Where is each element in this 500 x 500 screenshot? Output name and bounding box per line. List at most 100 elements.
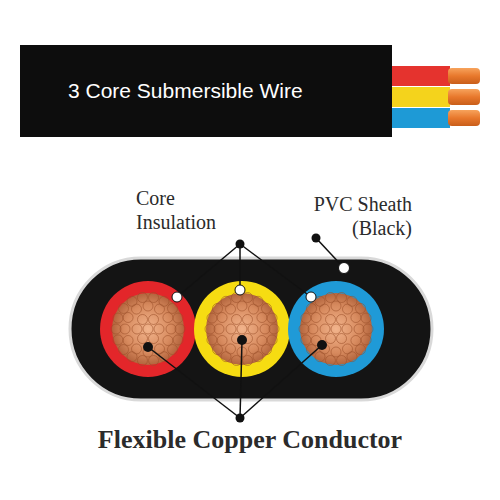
copper-strand: [315, 352, 325, 362]
copper-strand: [127, 352, 137, 362]
copper-strand: [351, 313, 361, 323]
copper-strand: [226, 324, 236, 334]
copper-strand: [337, 314, 347, 324]
copper-strand: [361, 335, 371, 345]
copper-strand: [354, 324, 364, 334]
copper-strand: [262, 303, 272, 313]
copper-strand: [343, 344, 353, 354]
copper-strand: [301, 335, 311, 345]
copper-strand: [123, 336, 133, 346]
copper-strand: [143, 301, 153, 311]
copper-strand: [149, 356, 159, 366]
copper-strand: [207, 313, 217, 323]
cross-section: [70, 258, 432, 400]
leader-dots: [143, 234, 350, 423]
copper-strand: [361, 313, 371, 323]
copper-strand: [163, 313, 173, 323]
copper-strand: [226, 304, 236, 314]
copper-strand: [351, 336, 361, 346]
copper-strand: [137, 292, 147, 302]
copper-strand: [337, 356, 347, 366]
copper-strand: [243, 292, 253, 302]
copper-strand: [132, 324, 142, 334]
copper-strand: [166, 324, 176, 334]
copper-strand: [207, 335, 217, 345]
copper-strand: [226, 344, 236, 354]
copper-strand: [337, 334, 347, 344]
copper-strand: [325, 292, 335, 302]
copper-strand: [149, 314, 159, 324]
copper-strand: [331, 324, 341, 334]
copper-strand: [363, 324, 373, 334]
copper-strand: [249, 304, 259, 314]
copper-strand: [326, 334, 336, 344]
conductor-label: Flexible Copper Conductor: [0, 424, 500, 455]
cable-bar: 3 Core Submersible Wire: [20, 45, 392, 137]
copper-strand: [214, 324, 224, 334]
copper-strand: [269, 324, 279, 334]
copper-strand: [138, 314, 148, 324]
copper-strand: [163, 336, 173, 346]
copper-strand: [311, 313, 321, 323]
copper-strand: [118, 303, 128, 313]
copper-strand: [257, 336, 267, 346]
copper-strand: [138, 334, 148, 344]
copper-strand: [237, 301, 247, 311]
core-ends: [392, 66, 480, 128]
copper-strand: [347, 296, 357, 306]
copper-strand: [337, 292, 347, 302]
copper-strand: [299, 324, 309, 334]
copper-strand: [257, 313, 267, 323]
copper-strand: [243, 356, 253, 366]
copper-strand: [155, 304, 165, 314]
cable-title: 3 Core Submersible Wire: [68, 79, 392, 103]
copper-strand: [168, 303, 178, 313]
copper-strand: [253, 296, 263, 306]
copper-strand: [149, 334, 159, 344]
copper-strand: [127, 296, 137, 306]
copper-strand: [113, 313, 123, 323]
copper-strand: [308, 324, 318, 334]
copper-strand: [342, 324, 352, 334]
copper-strand: [111, 324, 121, 334]
copper-strand: [217, 313, 227, 323]
copper-strand: [249, 344, 259, 354]
copper-strand: [243, 314, 253, 324]
copper-strand: [326, 314, 336, 324]
copper-strand: [132, 304, 142, 314]
copper-strand: [120, 324, 130, 334]
copper-strand: [237, 324, 247, 334]
copper-strand: [173, 313, 183, 323]
leader-lines: [148, 238, 344, 418]
copper-strand: [325, 356, 335, 366]
copper-strand: [137, 356, 147, 366]
copper-strand: [356, 345, 366, 355]
copper-strand: [143, 324, 153, 334]
copper-strand: [118, 345, 128, 355]
copper-strand: [221, 296, 231, 306]
copper-strand: [154, 324, 164, 334]
copper-strand: [217, 336, 227, 346]
copper-strand: [267, 335, 277, 345]
copper-strand: [301, 313, 311, 323]
copper-strand: [231, 356, 241, 366]
copper-strand: [320, 324, 330, 334]
copper-strand: [232, 314, 242, 324]
copper-strand: [149, 292, 159, 302]
copper-strand: [262, 345, 272, 355]
copper-strand: [331, 347, 341, 357]
copper-strand: [320, 304, 330, 314]
copper-strand: [267, 313, 277, 323]
copper-strand: [212, 345, 222, 355]
copper-strand: [175, 324, 185, 334]
sheath-label: PVC Sheath (Black): [262, 192, 412, 240]
core-insulation-label: Core Insulation: [136, 186, 248, 234]
copper-strand: [173, 335, 183, 345]
copper-strand: [212, 303, 222, 313]
copper-strand: [331, 301, 341, 311]
copper-strand: [306, 345, 316, 355]
copper-strand: [221, 352, 231, 362]
copper-strand: [168, 345, 178, 355]
copper-strand: [113, 335, 123, 345]
copper-strand: [132, 344, 142, 354]
